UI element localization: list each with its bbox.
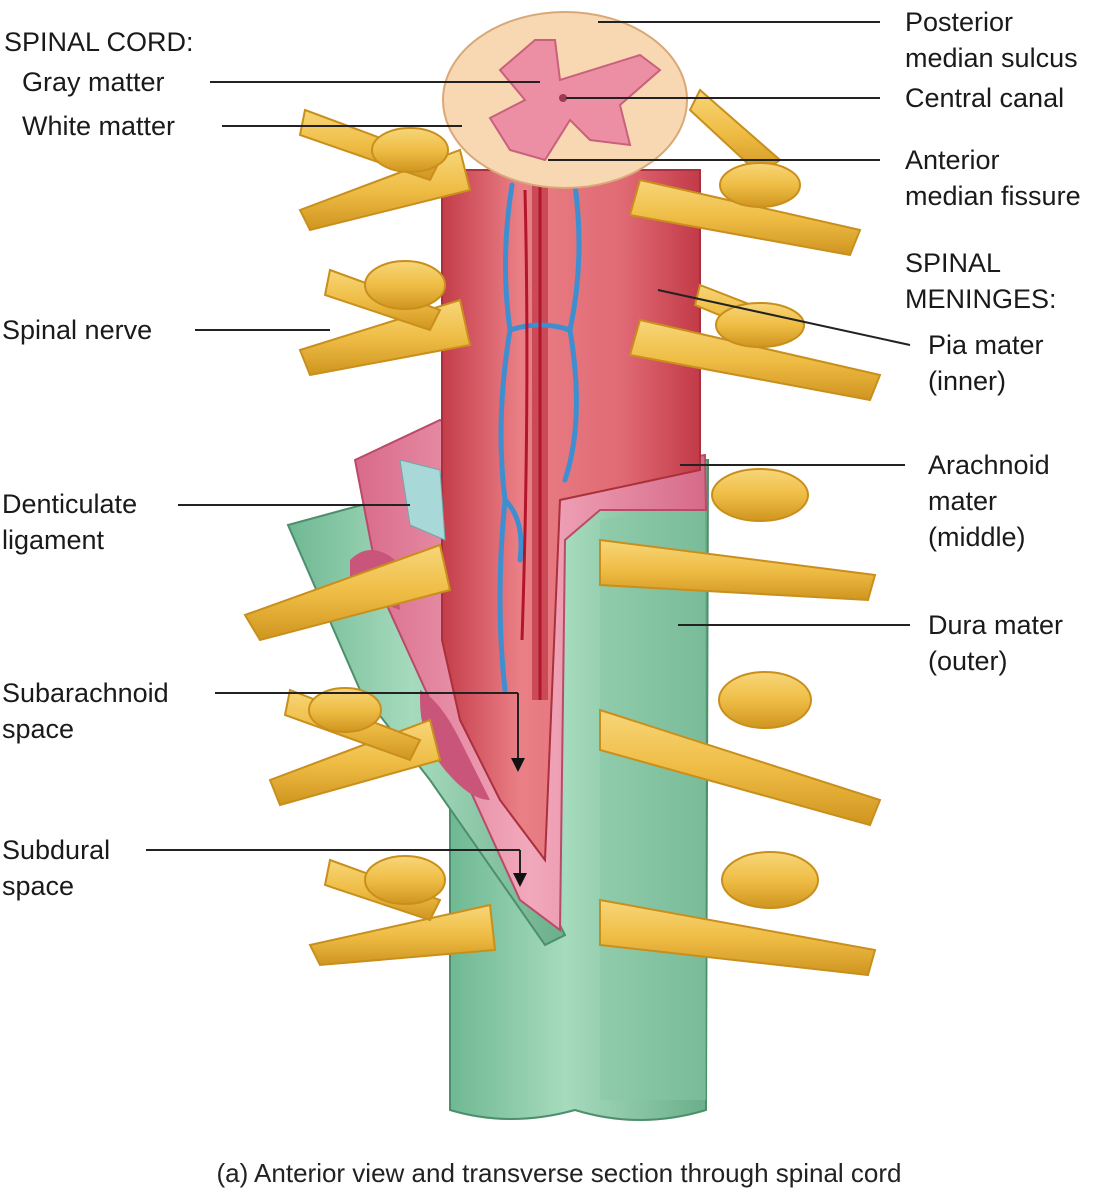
arteries <box>520 185 542 700</box>
label-white-matter: White matter <box>22 111 176 141</box>
label-subdural-space: Subdural space <box>2 835 111 901</box>
figure-caption: (a) Anterior view and transverse section… <box>216 1158 902 1188</box>
gray-matter-section <box>488 39 662 162</box>
central-canal <box>559 94 567 102</box>
arrowheads <box>511 758 527 887</box>
label-denticulate-ligament: Denticulate ligament <box>2 489 138 555</box>
spinal-meninges-heading: SPINAL MENINGES: <box>905 248 1057 314</box>
spinal-cord-heading: SPINAL CORD: <box>4 27 194 57</box>
spinal-nerves <box>243 88 882 977</box>
label-dura-mater: Dura mater (outer) <box>928 610 1064 676</box>
label-arachnoid-mater: Arachnoid mater (middle) <box>928 450 1050 552</box>
cord-cross-section <box>442 11 688 189</box>
label-anterior-median-fissure: Anterior median fissure <box>905 145 1081 211</box>
leader-lines <box>146 21 911 875</box>
label-gray-matter: Gray matter <box>22 67 165 97</box>
label-posterior-median-sulcus: Posterior median sulcus <box>905 7 1078 73</box>
label-subarachnoid-space: Subarachnoid space <box>2 678 169 744</box>
denticulate-ligament <box>399 459 446 541</box>
label-spinal-nerve: Spinal nerve <box>2 315 153 345</box>
label-pia-mater: Pia mater (inner) <box>928 330 1044 396</box>
label-central-canal: Central canal <box>905 83 1065 113</box>
